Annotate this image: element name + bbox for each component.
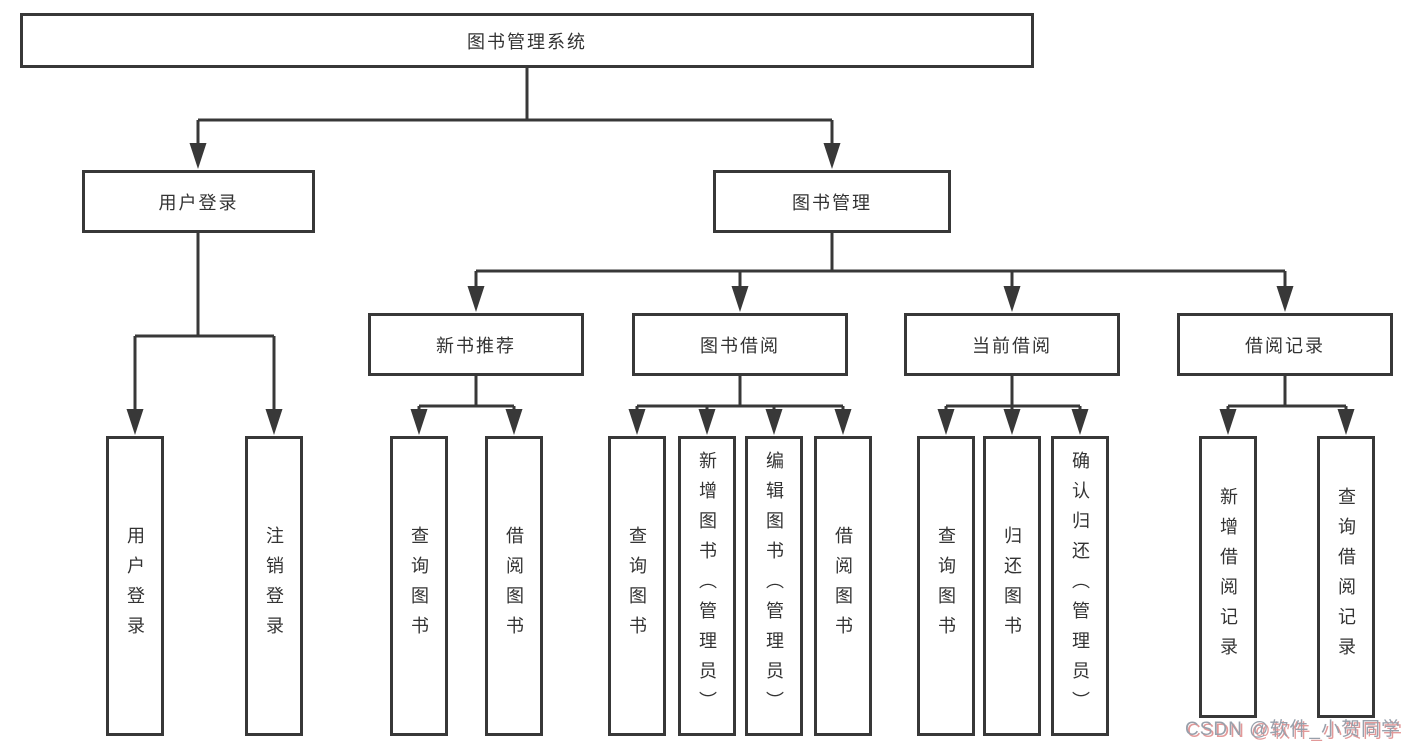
leaf-query-books-borrow: 查询图书 bbox=[608, 436, 666, 736]
leaf-user-login: 用户登录 bbox=[106, 436, 164, 736]
connector-book-management-to-level3 bbox=[467, 233, 1294, 312]
connector-new-book-to-leaves bbox=[410, 376, 523, 435]
leaf-confirm-return-admin: 确认归还（管理员） bbox=[1051, 436, 1109, 736]
leaf-add-books-admin: 新增图书（管理员） bbox=[678, 436, 736, 736]
leaf-query-borrow-record: 查询借阅记录 bbox=[1317, 436, 1375, 718]
leaf-return-books: 归还图书 bbox=[983, 436, 1041, 736]
leaf-borrow-books-recommend: 借阅图书 bbox=[485, 436, 543, 736]
leaf-query-books-recommend: 查询图书 bbox=[390, 436, 448, 736]
connector-current-borrowing-to-leaves bbox=[937, 376, 1089, 435]
node-new-book-recommendation: 新书推荐 bbox=[368, 313, 584, 376]
connector-book-borrowing-to-leaves bbox=[628, 376, 852, 435]
leaf-logout-login: 注销登录 bbox=[245, 436, 303, 736]
connector-user-login-to-leaves bbox=[126, 233, 283, 435]
csdn-watermark: CSDN @软件_小贺同学 bbox=[1185, 719, 1401, 740]
connector-borrowing-records-to-leaves bbox=[1219, 376, 1355, 435]
node-borrowing-records: 借阅记录 bbox=[1177, 313, 1393, 376]
node-current-borrowing: 当前借阅 bbox=[904, 313, 1120, 376]
node-book-borrowing: 图书借阅 bbox=[632, 313, 848, 376]
node-book-management: 图书管理 bbox=[713, 170, 951, 233]
leaf-query-books-current: 查询图书 bbox=[917, 436, 975, 736]
leaf-add-borrow-record: 新增借阅记录 bbox=[1199, 436, 1257, 718]
node-library-management-system: 图书管理系统 bbox=[20, 13, 1034, 68]
leaf-borrow-books-borrow: 借阅图书 bbox=[814, 436, 872, 736]
node-user-login: 用户登录 bbox=[82, 170, 315, 233]
connector-root-to-level2 bbox=[189, 68, 841, 169]
leaf-edit-books-admin: 编辑图书（管理员） bbox=[745, 436, 803, 736]
